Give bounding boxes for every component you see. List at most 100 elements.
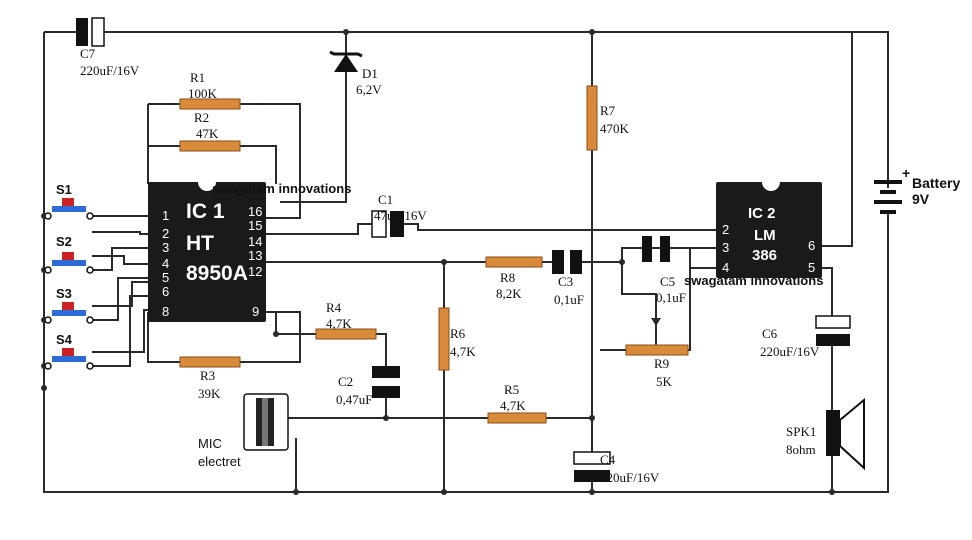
c1-value: 47uF/16V (374, 208, 427, 223)
c4-value: 220uF/16V (600, 470, 660, 485)
speaker-icon (826, 397, 865, 471)
battery-label: Battery (912, 175, 960, 191)
ic1-pin-16: 16 (248, 204, 262, 219)
watermark-1: swagatam innovations (212, 181, 351, 196)
mic-label-line1: MIC (198, 436, 222, 451)
mic-label-line2: electret (198, 454, 241, 469)
zener-diode-d1 (329, 50, 363, 72)
r3-ref: R3 (200, 368, 215, 383)
r1-body (179, 98, 241, 110)
r9-body (625, 344, 689, 356)
c2-value: 0,47uF (336, 392, 372, 407)
r9-wiper-arrow (651, 318, 661, 326)
c2-ref: C2 (338, 374, 353, 389)
r9-value: 5K (656, 374, 673, 389)
ic1-pin-12: 12 (248, 264, 262, 279)
r5-body (487, 412, 547, 424)
c1-ref: C1 (378, 192, 393, 207)
r7-ref: R7 (600, 103, 616, 118)
c4-plate-light (573, 451, 611, 465)
d1-ref: D1 (362, 66, 378, 81)
ic2-pin-6: 6 (808, 238, 815, 253)
r6-body (438, 307, 450, 371)
r7-body (586, 85, 598, 151)
component-labels: C7 220uF/16V R1 100K R2 47K D1 6,2V C1 4… (56, 46, 960, 485)
c5-value: 0,1uF (656, 290, 686, 305)
ic1-pin-13: 13 (248, 248, 262, 263)
c4-ref: C4 (600, 452, 616, 467)
ic2-name: IC 2 (748, 205, 776, 222)
c7-plate-dark (76, 18, 88, 46)
c1-plate-light (371, 210, 387, 238)
r5-value: 4,7K (500, 398, 526, 413)
r2-value: 47K (196, 126, 219, 141)
ic2-line2: LM (754, 227, 776, 244)
c2-plate-b (372, 386, 400, 398)
switch-s4[interactable] (44, 348, 94, 370)
d1-value: 6,2V (356, 82, 382, 97)
r8-body (485, 256, 543, 268)
r5-ref: R5 (504, 382, 519, 397)
ic1-pin-3: 3 (162, 240, 169, 255)
ic2-pin-5: 5 (808, 260, 815, 275)
ic1-line2: HT (186, 232, 214, 255)
ic1-name: IC 1 (186, 200, 225, 223)
battery-plus: + (902, 165, 910, 181)
c1-plate-dark (390, 211, 404, 237)
switch-s1[interactable] (44, 198, 94, 220)
ic1-pin-14: 14 (248, 234, 262, 249)
ic1-pin-8: 8 (162, 304, 169, 319)
microphone-icon (243, 393, 289, 451)
c5-ref: C5 (660, 274, 675, 289)
c6-plate-light (815, 315, 851, 329)
switch-s1-label: S1 (56, 182, 72, 197)
r1-value: 100K (188, 86, 218, 101)
spk1-ref: SPK1 (786, 424, 816, 439)
c5-plate-b (660, 236, 670, 262)
ic1-pin-6: 6 (162, 284, 169, 299)
ic1-line3: 8950A (186, 262, 248, 285)
c5-plate-a (642, 236, 652, 262)
resistors (179, 85, 689, 424)
ic1-pin-1: 1 (162, 208, 169, 223)
r7-value: 470K (600, 121, 630, 136)
c3-ref: C3 (558, 274, 573, 289)
spk1-value: 8ohm (786, 442, 816, 457)
battery-voltage: 9V (912, 191, 930, 207)
watermark-2: swagatam innovations (684, 273, 823, 288)
junction-nodes (41, 29, 835, 495)
c6-plate-dark (816, 334, 850, 346)
r4-body (315, 328, 377, 340)
ic2-pin-3: 3 (722, 240, 729, 255)
ic2-line3: 386 (752, 247, 777, 264)
ic2-pin-2: 2 (722, 222, 729, 237)
capacitors (76, 17, 851, 482)
ic1-pin-2: 2 (162, 226, 169, 241)
c3-plate-b (570, 250, 582, 274)
c2-plate-a (372, 366, 400, 378)
r3-value: 39K (198, 386, 221, 401)
c3-plate-a (552, 250, 564, 274)
r4-value: 4,7K (326, 316, 352, 331)
ic1-pin-4: 4 (162, 256, 169, 271)
c4-plate-dark (574, 470, 610, 482)
r2-ref: R2 (194, 110, 209, 125)
r9-ref: R9 (654, 356, 669, 371)
switch-s3[interactable] (44, 302, 94, 324)
c7-value: 220uF/16V (80, 63, 140, 78)
battery-symbol (874, 180, 902, 214)
switch-s2-label: S2 (56, 234, 72, 249)
r6-value: 4,7K (450, 344, 476, 359)
r6-ref: R6 (450, 326, 466, 341)
switch-s3-label: S3 (56, 286, 72, 301)
c7-ref: C7 (80, 46, 96, 61)
r4-ref: R4 (326, 300, 342, 315)
r3-body (179, 356, 241, 368)
c6-ref: C6 (762, 326, 778, 341)
r8-value: 8,2K (496, 286, 522, 301)
ic2-chip: IC 2 LM 386 2 3 4 6 5 (716, 182, 822, 278)
ic1-pin-15: 15 (248, 218, 262, 233)
switch-s2[interactable] (44, 252, 94, 274)
ic1-chip: IC 1 HT 8950A 1 2 3 4 5 6 8 16 15 14 13 … (148, 182, 266, 322)
